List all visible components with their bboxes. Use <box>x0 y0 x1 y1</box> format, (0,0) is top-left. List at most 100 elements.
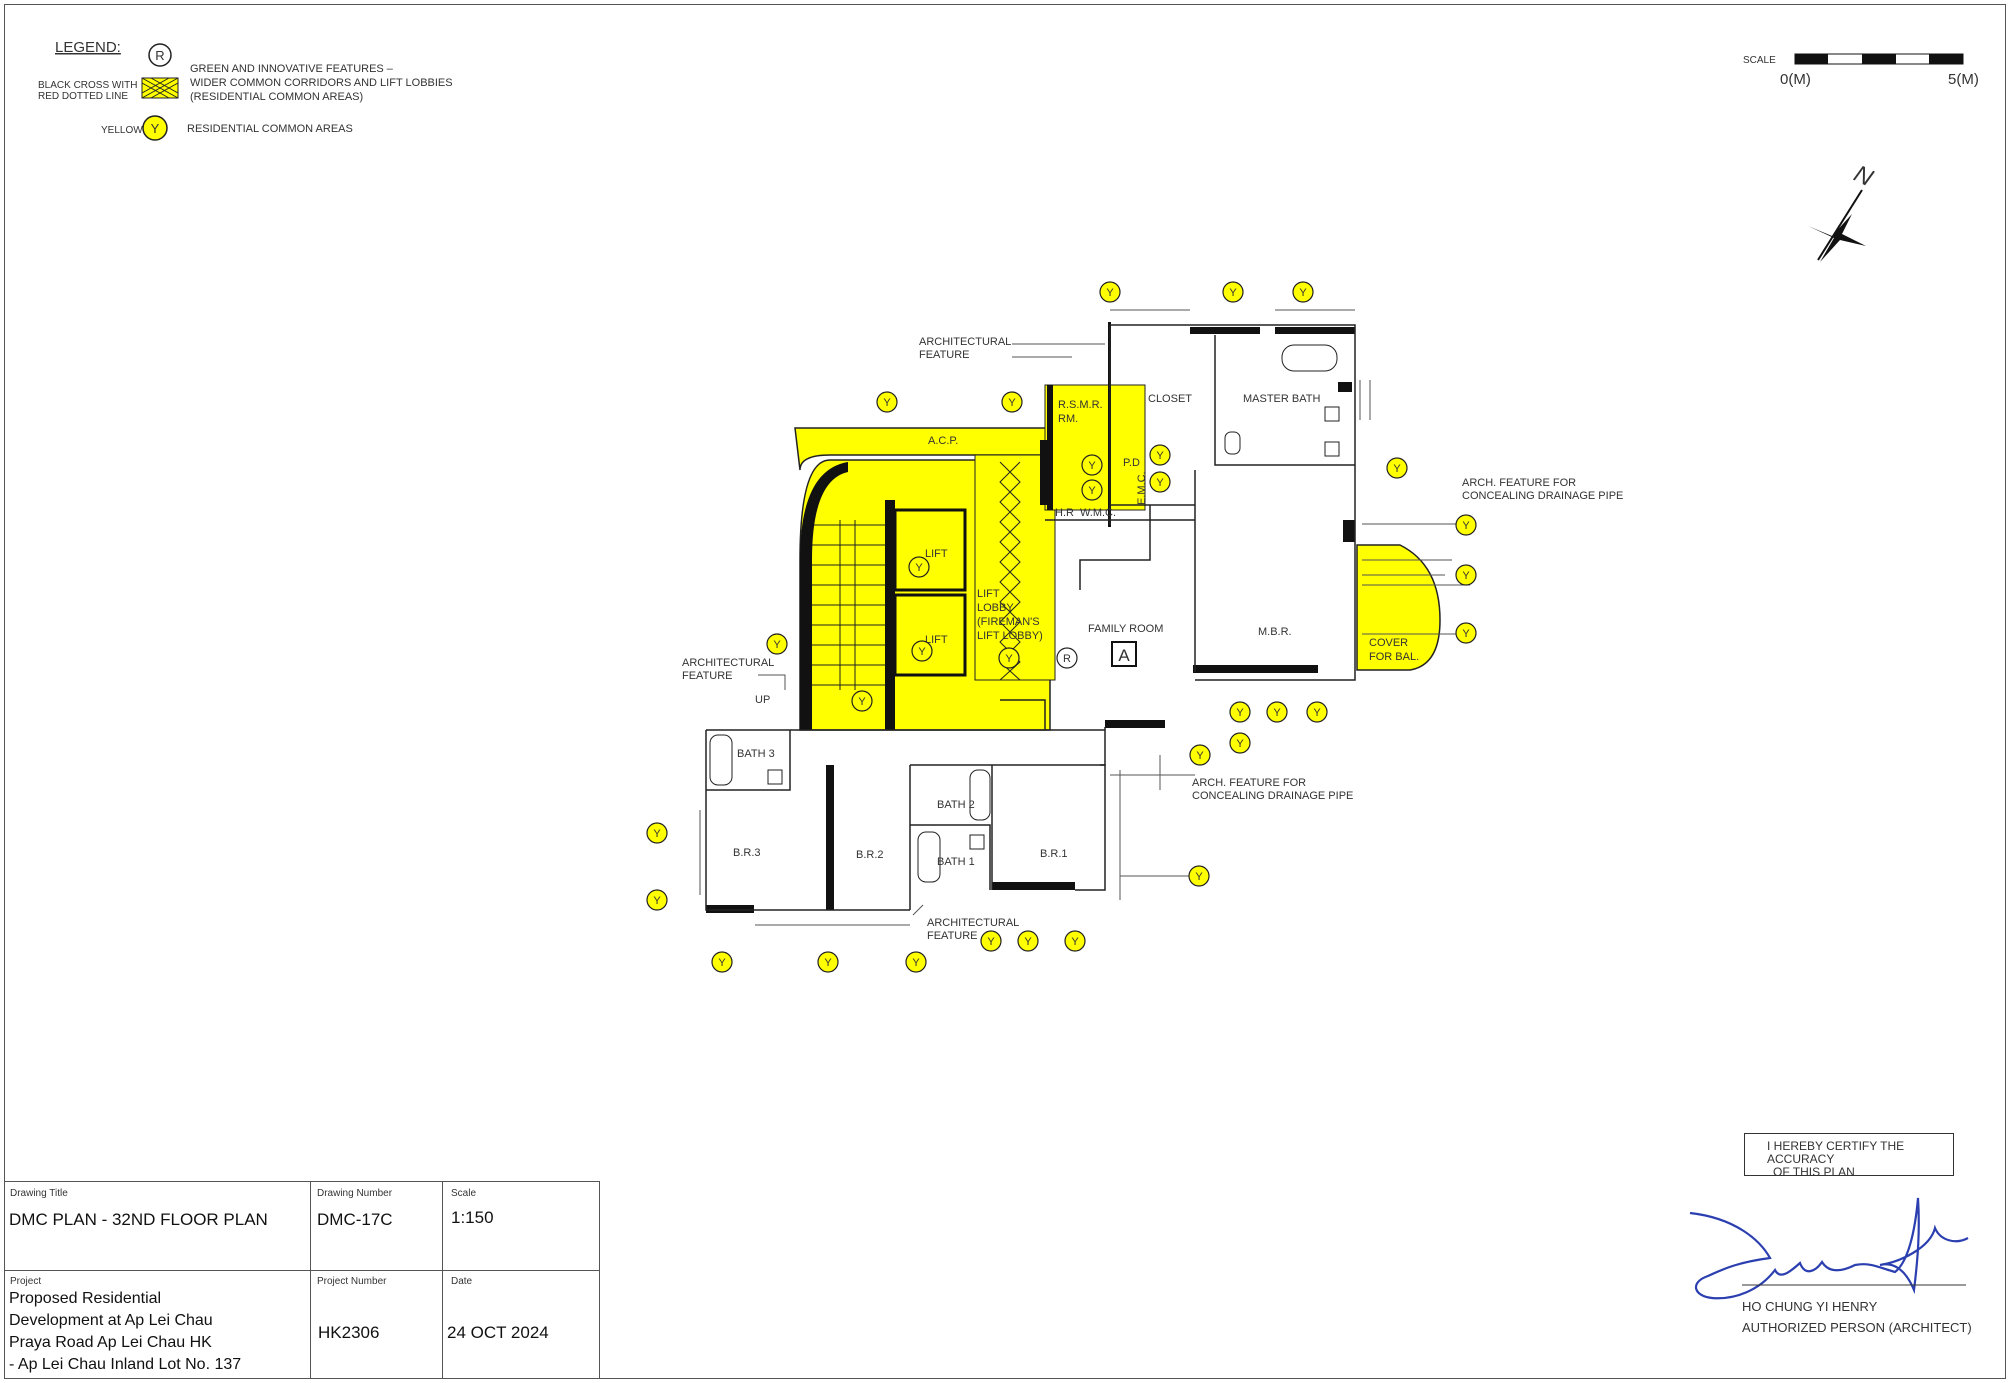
project-label: Project <box>10 1276 42 1287</box>
balcony-lines <box>699 309 1371 926</box>
y-marker-icon <box>1188 865 1210 887</box>
drawing-title-label: Drawing Title <box>10 1188 68 1199</box>
leader-line <box>1110 755 1195 790</box>
y-marker-icon <box>876 391 898 413</box>
label-lift-2: LIFT <box>925 634 948 646</box>
project-line-4: - Ap Lei Chau Inland Lot No. 137 <box>9 1356 242 1373</box>
y-marker-text: Y <box>1236 738 1244 750</box>
legend-cross-desc-3: (RESIDENTIAL COMMON AREAS) <box>190 91 363 103</box>
leader-line <box>912 904 924 916</box>
y-marker-text: Y <box>773 639 781 651</box>
date-value: 24 OCT 2024 <box>447 1323 549 1342</box>
room-outline <box>1110 324 1356 681</box>
arch-feature-top-2: FEATURE <box>919 349 970 361</box>
label-family-room: FAMILY ROOM <box>1088 623 1163 635</box>
arch-drain-right-2: CONCEALING DRAINAGE PIPE <box>1462 490 1623 502</box>
basin-icon <box>1324 441 1340 457</box>
unit-label: A <box>1118 646 1130 665</box>
title-block-divider <box>310 1181 311 1379</box>
drawing-title: DMC PLAN - 32ND FLOOR PLAN <box>9 1210 268 1229</box>
room-outline <box>706 730 791 791</box>
label-lift-lobby-3: (FIREMAN'S <box>977 616 1040 628</box>
certification-line-2: OF THIS PLAN <box>1773 1165 1855 1179</box>
north-arrow-star <box>1808 214 1866 262</box>
certification-box: I HEREBY CERTIFY THE ACCURACY OF THIS PL… <box>1744 1133 1954 1179</box>
y-marker-icon <box>1149 471 1171 493</box>
room-outlines <box>705 324 1356 911</box>
plan-r-marker-text: R <box>1063 653 1071 665</box>
bathtub-icon <box>1281 344 1338 372</box>
y-marker-text: Y <box>653 828 661 840</box>
y-marker-text: Y <box>915 562 923 574</box>
y-marker-icon <box>766 633 788 655</box>
wall-segment <box>800 462 848 730</box>
y-marker-text: Y <box>718 957 726 969</box>
basin-icon <box>969 834 985 850</box>
y-marker-icon <box>908 556 930 578</box>
label-bath2: BATH 2 <box>937 799 975 811</box>
y-marker-icon <box>1081 479 1103 501</box>
title-block <box>4 1181 600 1379</box>
staircase-steps <box>805 520 890 690</box>
y-marker-icon <box>1149 444 1171 466</box>
staircase-step-line <box>805 524 890 686</box>
legend-y-symbol-icon <box>142 115 168 141</box>
architect-name: HO CHUNG YI HENRY <box>1742 1299 1878 1314</box>
wall-segment <box>1190 327 1260 334</box>
legend-cross-hatch-icon <box>141 77 179 99</box>
y-marker-icon <box>980 930 1002 952</box>
y-marker-text: Y <box>824 957 832 969</box>
y-marker-text: Y <box>1088 485 1096 497</box>
leader-line <box>1012 343 1105 358</box>
y-marker-icon <box>1081 454 1103 476</box>
y-marker-text: Y <box>1462 520 1470 532</box>
project-line-1: Proposed Residential <box>9 1290 162 1307</box>
annotations: ARCHITECTURAL FEATURE ARCHITECTURAL FEAT… <box>682 336 1623 942</box>
y-marker-icon <box>911 640 933 662</box>
y-marker-icon <box>1292 281 1314 303</box>
arch-feature-left-2: FEATURE <box>682 670 733 682</box>
y-marker-text: Y <box>1229 287 1237 299</box>
north-arrow-shaft <box>1817 189 1863 261</box>
plan-r-marker-icon <box>1056 647 1078 669</box>
y-marker-text: Y <box>1462 628 1470 640</box>
y-marker-text: Y <box>1196 750 1204 762</box>
y-marker-icon <box>1306 701 1328 723</box>
label-lift-lobby-1: LIFT <box>977 588 1000 600</box>
y-marker-icon <box>1266 701 1288 723</box>
drawing-number-label: Drawing Number <box>317 1188 393 1199</box>
y-marker-text: Y <box>1313 707 1321 719</box>
legend-yellow-label: YELLOW <box>101 125 143 136</box>
y-marker-icon <box>1455 564 1477 586</box>
legend-title: LEGEND: <box>55 39 121 56</box>
wall-segment <box>1105 720 1165 728</box>
scale-bar: SCALE 0(M) 5(M) <box>1743 53 1979 88</box>
label-pd: P.D <box>1123 457 1140 469</box>
y-marker-icon <box>905 951 927 973</box>
basin-icon <box>1324 406 1340 422</box>
staircase-step-line <box>839 520 856 690</box>
legend-cross-label-1: BLACK CROSS WITH <box>38 80 137 91</box>
architect-role: AUTHORIZED PERSON (ARCHITECT) <box>1742 1320 1972 1335</box>
y-marker-icon <box>1017 930 1039 952</box>
label-cover-bal-1: COVER <box>1369 637 1408 649</box>
y-marker-icon <box>711 951 733 973</box>
y-marker-text: Y <box>1088 460 1096 472</box>
drawing-sheet-border <box>4 4 2006 1379</box>
y-marker-icon <box>1455 514 1477 536</box>
room-outline <box>1214 335 1355 466</box>
scale-bar-end: 5(M) <box>1948 71 1979 88</box>
y-marker-text: Y <box>918 646 926 658</box>
y-marker-icon <box>998 647 1020 669</box>
scale-value: 1:150 <box>451 1208 494 1227</box>
wall-segment <box>1343 520 1355 542</box>
label-hr: H.R <box>1055 507 1074 519</box>
y-marker-text: Y <box>1156 450 1164 462</box>
y-marker-text: Y <box>1156 477 1164 489</box>
label-rsmr-2: RM. <box>1058 413 1078 425</box>
label-wmc: W.M.C. <box>1080 507 1116 519</box>
legend-yellow-desc: RESIDENTIAL COMMON AREAS <box>187 123 353 135</box>
y-marker-icon <box>817 951 839 973</box>
